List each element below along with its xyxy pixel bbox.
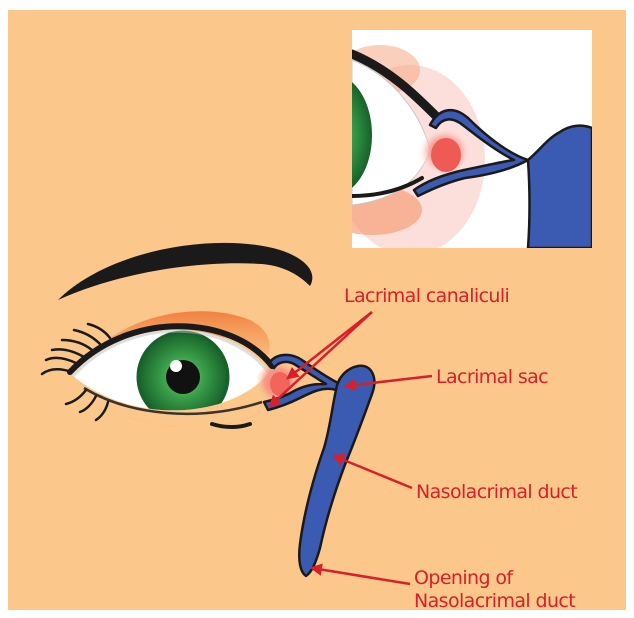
label-lacrimal-sac: Lacrimal sac [436, 366, 548, 388]
label-opening-line1: Opening of [414, 567, 514, 589]
label-lacrimal-canaliculi: Lacrimal canaliculi [344, 285, 509, 307]
label-nasolacrimal-duct: Nasolacrimal duct [416, 481, 577, 503]
label-opening-line2: Nasolacrimal duct [414, 590, 575, 612]
